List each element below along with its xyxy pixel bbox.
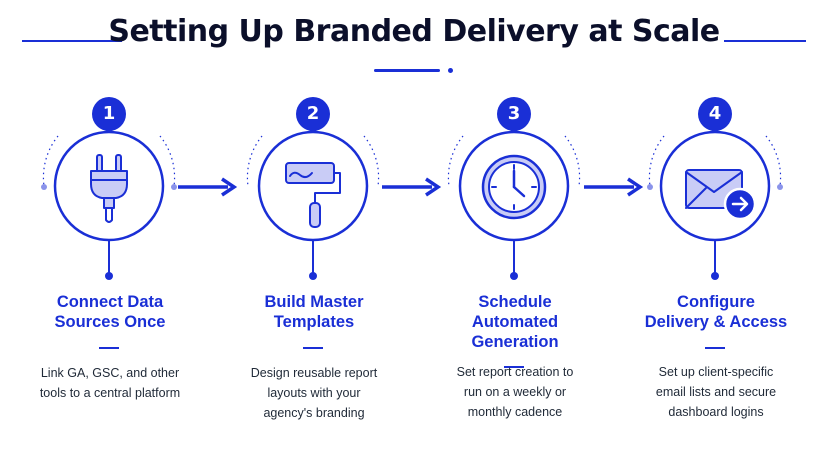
title-underline-dot [448, 68, 453, 73]
arc-end-dot [647, 184, 653, 190]
connector-dot [711, 272, 719, 280]
email-send-icon [685, 169, 757, 221]
flow-arrow [178, 177, 238, 197]
step-2: 2 Build Master Templates Design reusable… [214, 0, 414, 466]
flow-arrow [382, 177, 442, 197]
step-title: Schedule Automated Generation [471, 293, 559, 351]
arc-end-dot [171, 184, 177, 190]
clock-icon [481, 154, 547, 220]
step-title: Connect Data Sources Once [54, 293, 166, 331]
step-4-number-badge [698, 97, 732, 131]
plug-icon [90, 154, 128, 223]
step-number: 1 [102, 103, 116, 124]
step-description: Link GA, GSC, and other tools to a centr… [39, 366, 181, 400]
step-number: 3 [507, 103, 521, 124]
flow-arrow [584, 177, 644, 197]
arc-end-dot [41, 184, 47, 190]
step-number: 4 [708, 103, 722, 124]
step-3-graphic [447, 97, 581, 280]
step-1: 1 Connect Data Sources Once Link GA, GSC… [10, 0, 210, 466]
step-3: 3 Schedule Automated Generation Set repo… [415, 0, 615, 466]
arc-end-dot [777, 184, 783, 190]
step-divider [705, 347, 725, 349]
step-3-number-badge [497, 97, 531, 131]
step-divider [303, 347, 323, 349]
title-right-rule [724, 40, 806, 42]
step-description: Set report creation to run on a weekly o… [456, 365, 574, 419]
connector-dot [309, 272, 317, 280]
step-number: 2 [306, 103, 320, 124]
step-divider [99, 347, 119, 349]
title-left-rule [22, 40, 122, 42]
page-title: Setting Up Branded Delivery at Scale [108, 14, 720, 49]
step-divider [504, 366, 524, 368]
paint-roller-icon [285, 162, 341, 228]
step-description: Design reusable report layouts with your… [250, 366, 378, 420]
connector-dot [510, 272, 518, 280]
step-4-graphic [647, 97, 783, 280]
step-4: 4 Configure Delivery & Access Set up cli… [616, 0, 816, 466]
step-description: Set up client-specific email lists and s… [655, 365, 777, 419]
connector-dot [105, 272, 113, 280]
step-title: Build Master Templates [264, 293, 364, 331]
step-title: Configure Delivery & Access [644, 293, 788, 331]
step-1-number-badge [92, 97, 126, 131]
step-2-number-badge [296, 97, 330, 131]
step-1-graphic [41, 97, 177, 280]
title-underline [374, 69, 440, 72]
step-2-graphic [246, 97, 380, 280]
